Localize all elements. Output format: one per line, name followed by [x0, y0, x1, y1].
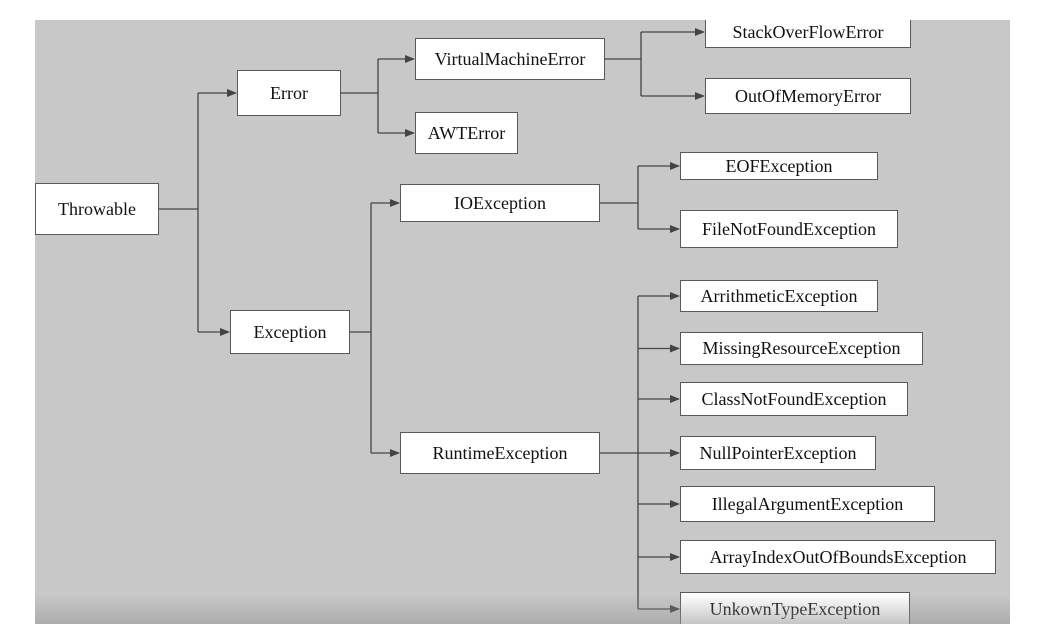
node-unkown-type-exception: UnkownTypeException — [680, 592, 910, 624]
diagram-canvas: Throwable Error Exception VirtualMachine… — [35, 20, 1010, 624]
node-throwable: Throwable — [35, 183, 159, 235]
node-missing-resource-exception: MissingResourceException — [680, 332, 923, 365]
node-stack-overflow-error: StackOverFlowError — [705, 20, 911, 48]
connector-lines — [159, 28, 705, 613]
node-null-pointer-exception: NullPointerException — [680, 436, 876, 470]
node-virtual-machine-error: VirtualMachineError — [415, 38, 605, 80]
node-array-index-out-of-bounds-exception: ArrayIndexOutOfBoundsException — [680, 540, 996, 574]
node-eof-exception: EOFException — [680, 152, 878, 180]
node-io-exception: IOException — [400, 184, 600, 222]
node-arithmetic-exception: ArrithmeticException — [680, 280, 878, 312]
node-out-of-memory-error: OutOfMemoryError — [705, 78, 911, 114]
node-file-not-found-exception: FileNotFoundException — [680, 210, 898, 248]
node-exception: Exception — [230, 310, 350, 354]
node-error: Error — [237, 70, 341, 116]
node-runtime-exception: RuntimeException — [400, 432, 600, 474]
node-illegal-argument-exception: IllegalArgumentException — [680, 486, 935, 522]
node-awt-error: AWTError — [415, 112, 518, 154]
node-class-not-found-exception: ClassNotFoundException — [680, 382, 908, 416]
